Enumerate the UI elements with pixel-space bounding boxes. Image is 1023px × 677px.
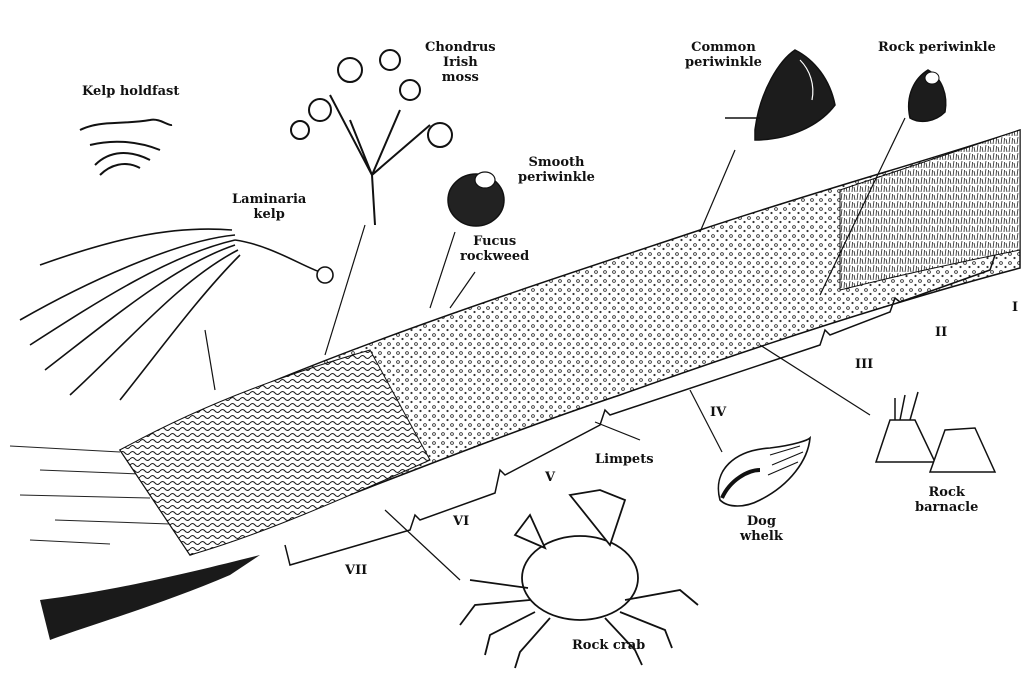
- zone-label-vii: VII: [345, 563, 368, 578]
- water-lines: [9, 445, 171, 545]
- label-kelp-holdfast: Kelp holdfast: [82, 84, 180, 99]
- label-limpets: Limpets: [595, 452, 654, 467]
- label-smooth-periwinkle: Smooth periwinkle: [518, 155, 595, 185]
- label-laminaria-kelp: Laminaria kelp: [232, 192, 307, 222]
- label-common-periwinkle: Common periwinkle: [685, 40, 762, 70]
- kelp-holdfast-drawing: [79, 118, 173, 176]
- laminaria-kelp-drawing: [19, 228, 334, 401]
- common-periwinkle-drawing: [725, 49, 836, 141]
- seaweed-band: [119, 349, 431, 556]
- rock-crab-drawing: [459, 489, 699, 669]
- zone-brackets: [284, 254, 996, 566]
- label-rock-crab: Rock crab: [572, 638, 646, 653]
- label-dog-whelk: Dog whelk: [740, 514, 783, 544]
- zone-label-iii: III: [855, 357, 874, 372]
- chondrus-drawing: [290, 49, 453, 226]
- pointer-lines: [204, 117, 906, 581]
- smooth-periwinkle-drawing: [447, 171, 505, 227]
- label-fucus-rockweed: Fucus rockweed: [460, 234, 530, 264]
- zone-label-i: I: [1012, 300, 1019, 315]
- zone-label-iv: IV: [710, 405, 727, 420]
- zone-label-vi: VI: [453, 514, 470, 529]
- zone-label-ii: II: [935, 325, 948, 340]
- rock-periwinkle-drawing: [908, 69, 947, 123]
- grass-top: [839, 129, 1021, 291]
- rock-barnacle-drawing: [874, 391, 997, 473]
- label-rock-barnacle: Rock barnacle: [915, 485, 979, 515]
- label-rock-periwinkle: Rock periwinkle: [878, 40, 996, 55]
- rock-underside: [40, 555, 260, 640]
- zone-label-v: V: [545, 470, 556, 485]
- dog-whelk-drawing: [717, 435, 811, 507]
- label-chondrus-irish-moss: Chondrus Irish moss: [425, 40, 496, 85]
